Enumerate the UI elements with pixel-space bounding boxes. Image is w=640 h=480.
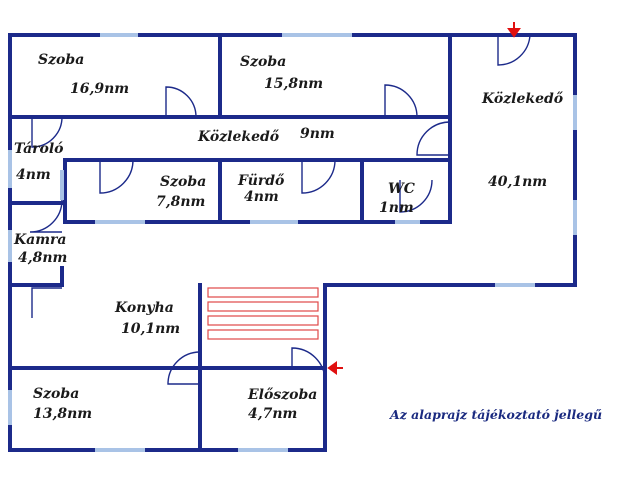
room-area: 40,1nm	[488, 174, 547, 190]
room-name: Szoba	[38, 52, 84, 68]
room-area: 10,1nm	[121, 321, 180, 337]
room-area: 7,8nm	[156, 194, 205, 210]
entrance-arrow-top	[507, 22, 521, 38]
windows	[8, 33, 577, 452]
room-name: Közlekedő	[197, 129, 280, 145]
doors	[29, 34, 531, 385]
room-area: 4,8nm	[18, 250, 67, 266]
room-area: 15,8nm	[264, 76, 323, 92]
room-name: Konyha	[114, 300, 174, 316]
room-name: Előszoba	[247, 387, 317, 403]
room-area: 16,9nm	[70, 81, 129, 97]
plan-disclaimer: Az alaprajz tájékoztató jellegű	[389, 407, 602, 422]
room-name: Tároló	[14, 141, 64, 157]
entrance-arrow-right	[327, 361, 343, 375]
room-name: Kamra	[13, 232, 67, 248]
room-name: WC	[388, 181, 415, 197]
room-area: 4nm	[16, 167, 51, 183]
room-name: Szoba	[160, 174, 206, 190]
room-area: 9nm	[300, 126, 335, 142]
room-area: 1nm	[379, 200, 414, 216]
room-area: 4nm	[244, 189, 279, 205]
room-area: 13,8nm	[33, 406, 92, 422]
room-name: Szoba	[33, 386, 79, 402]
room-name: Szoba	[240, 54, 286, 70]
room-area: 4,7nm	[248, 406, 297, 422]
room-name: Közlekedő	[481, 91, 564, 107]
room-name: Fürdő	[237, 173, 285, 189]
stairs	[207, 287, 319, 340]
